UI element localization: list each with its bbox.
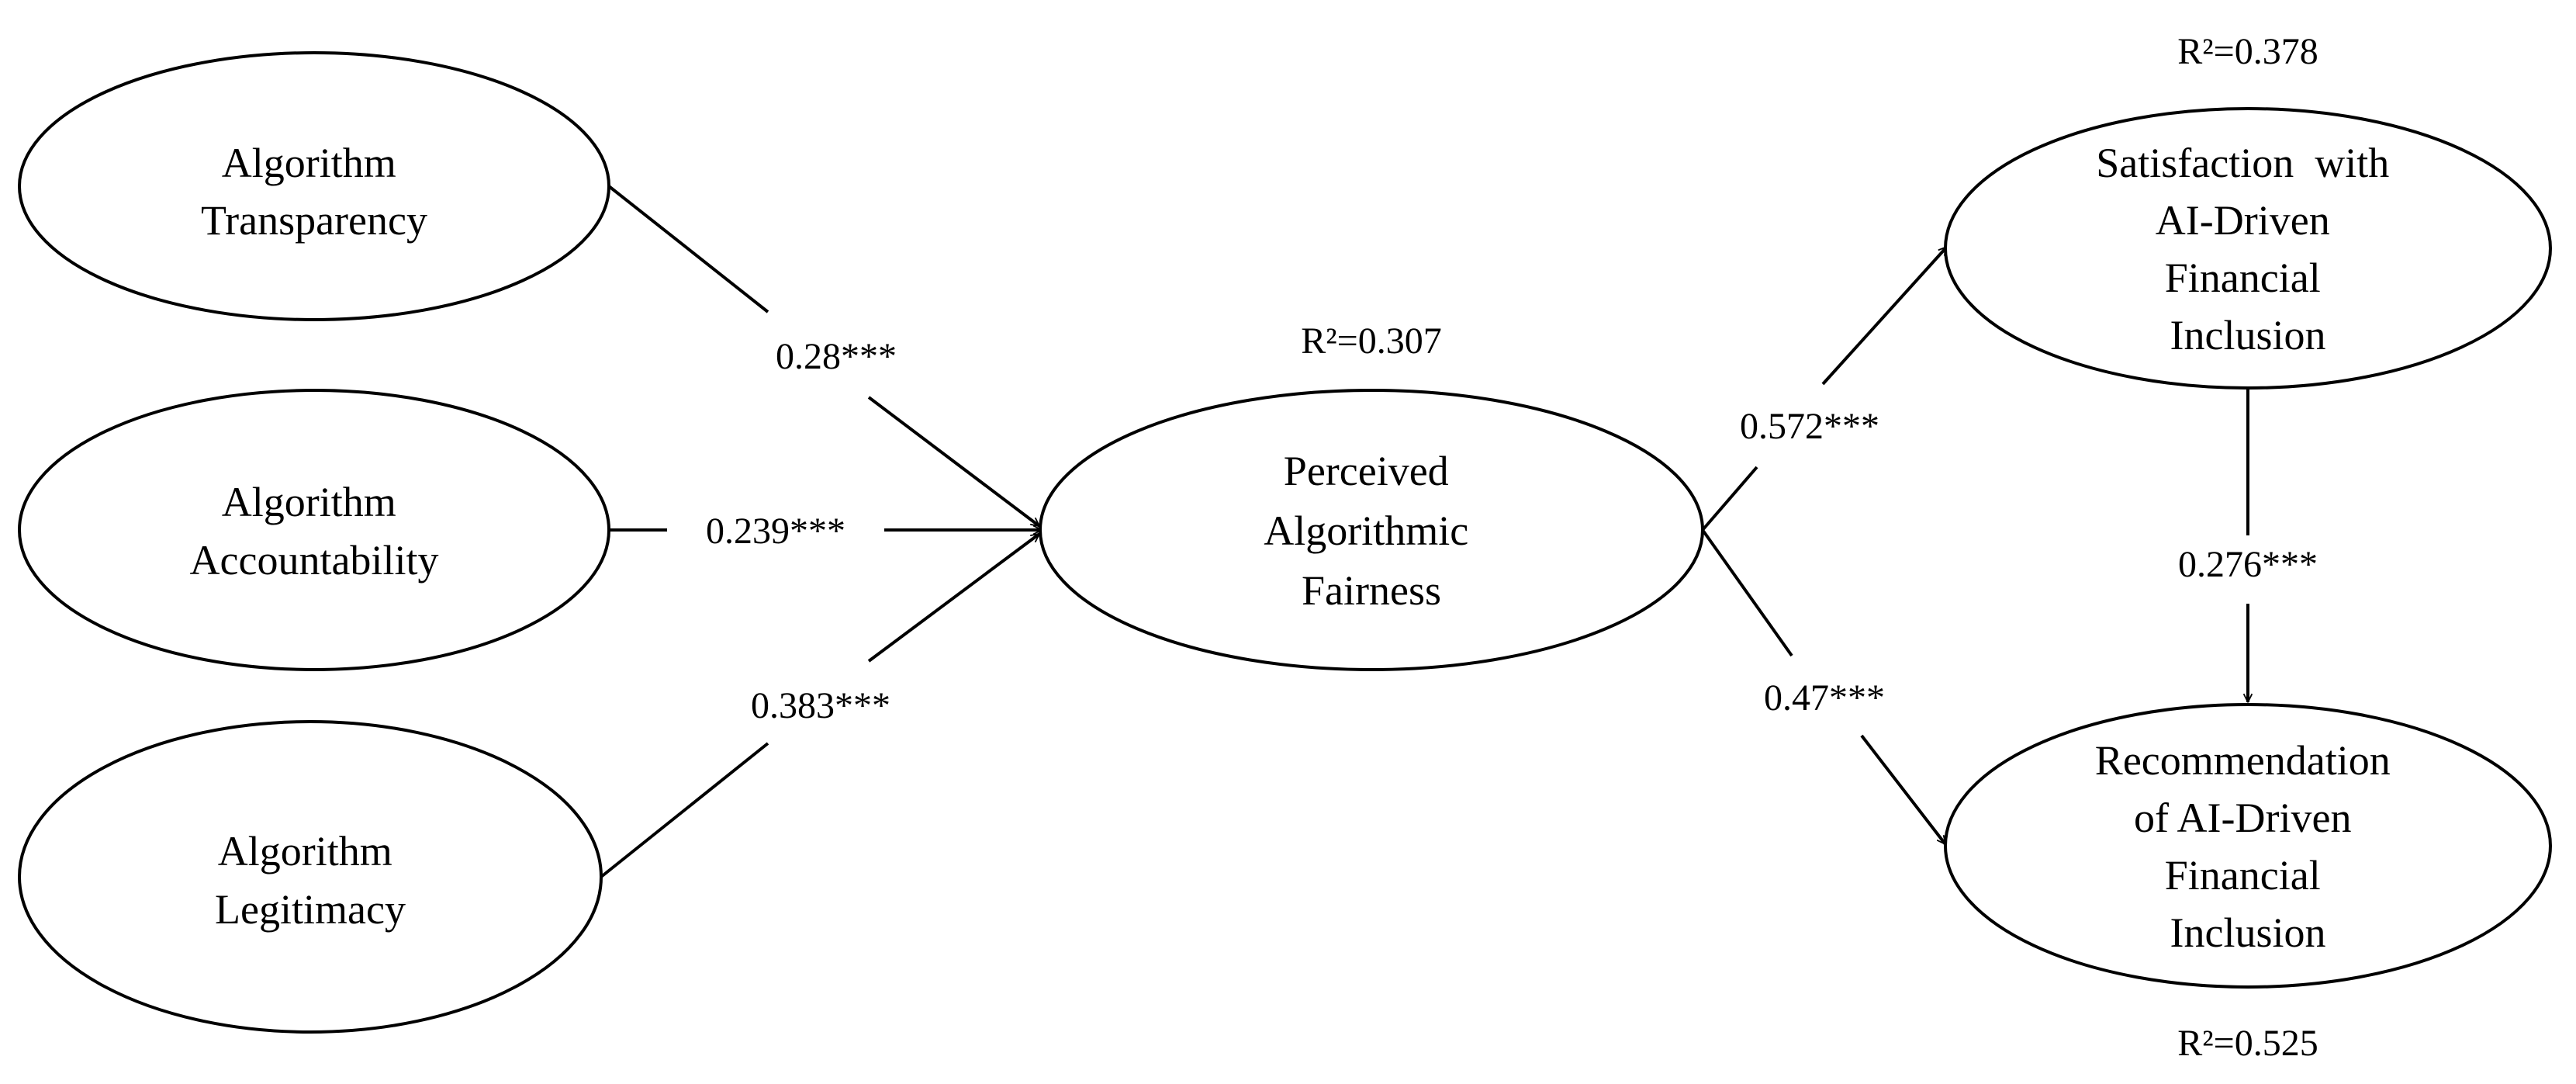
coef-fairness-recommendation: 0.47*** [1764,677,1885,719]
r2-fairness: R²=0.307 [1301,320,1441,362]
coef-transparency-fairness: 0.28*** [776,336,897,377]
edge-legitimacy-fairness-end [867,532,1039,663]
node-label-line: Satisfaction with [2096,140,2389,186]
svg-text:Satisfaction with AI-: Satisfaction with AI-Driven Financial In… [2096,140,2399,358]
r2-recommendation: R²=0.525 [2177,1023,2318,1064]
svg-text:Algorithm Legitimacy: Algorithm Legitimacy [215,828,406,933]
svg-text:Recommendation of AI-D: Recommendation of AI-Driven Financial In… [2095,737,2401,956]
path-coefficients: 0.28*** 0.239*** 0.383*** 0.572*** 0.47*… [706,336,2318,726]
node-label-line: Legitimacy [215,886,406,933]
node-label-line: Algorithmic [1264,507,1468,554]
node-perceived-algorithmic-fairness: Perceived Algorithmic Fairness [1039,389,1704,671]
node-label-line: Fairness [1302,567,1441,614]
node-label-line: Financial [2165,852,2321,899]
node-label-line: Financial [2165,255,2321,301]
node-label-line: Algorithm [222,479,396,525]
node-label-line: Inclusion [2170,312,2326,358]
node-satisfaction: Satisfaction with AI-Driven Financial In… [1944,107,2552,390]
node-label-line: Recommendation [2095,737,2391,784]
svg-text:Algorithm Accountabili: Algorithm Accountability [190,479,439,584]
node-label-line: Accountability [190,537,439,584]
coef-fairness-satisfaction: 0.572*** [1740,406,1879,447]
edge-legitimacy-fairness-start [600,742,769,878]
node-label-line: AI-Driven [2156,197,2330,244]
edge-transparency-fairness-start [607,185,769,313]
coef-satisfaction-recommendation: 0.276*** [2178,544,2318,585]
edge-fairness-satisfaction-end [1821,247,1948,386]
edge-transparency-fairness-end [867,396,1039,528]
coef-legitimacy-fairness: 0.383*** [751,685,890,726]
node-label-line: Algorithm [222,140,396,186]
svg-text:Perceived Algorithmic: Perceived Algorithmic Fairness [1264,448,1478,614]
node-label-line: Algorithm [218,828,392,874]
node-label-line: of AI-Driven [2134,795,2351,841]
node-label-line: Perceived [1284,448,1449,494]
node-recommendation: Recommendation of AI-Driven Financial In… [1944,703,2552,989]
node-algorithm-accountability: Algorithm Accountability [18,389,610,671]
edge-fairness-recommendation-end [1860,734,1947,844]
coef-accountability-fairness: 0.239*** [706,511,845,552]
edge-fairness-recommendation-start [1701,528,1793,657]
node-label-line: Transparency [201,197,427,244]
edge-fairness-satisfaction-start [1701,466,1758,532]
node-algorithm-transparency: Algorithm Transparency [18,51,610,321]
node-algorithm-legitimacy: Algorithm Legitimacy [18,720,603,1034]
r2-satisfaction: R²=0.378 [2177,31,2318,72]
node-label-line: Inclusion [2170,909,2326,956]
edges [600,185,2248,878]
nodes: Algorithm Transparency Algorithm Account… [18,51,2552,1034]
r-squared-labels: R²=0.307 R²=0.378 R²=0.525 [1301,31,2318,1064]
svg-text:Algorithm Transparency: Algorithm Transparency [201,140,427,244]
